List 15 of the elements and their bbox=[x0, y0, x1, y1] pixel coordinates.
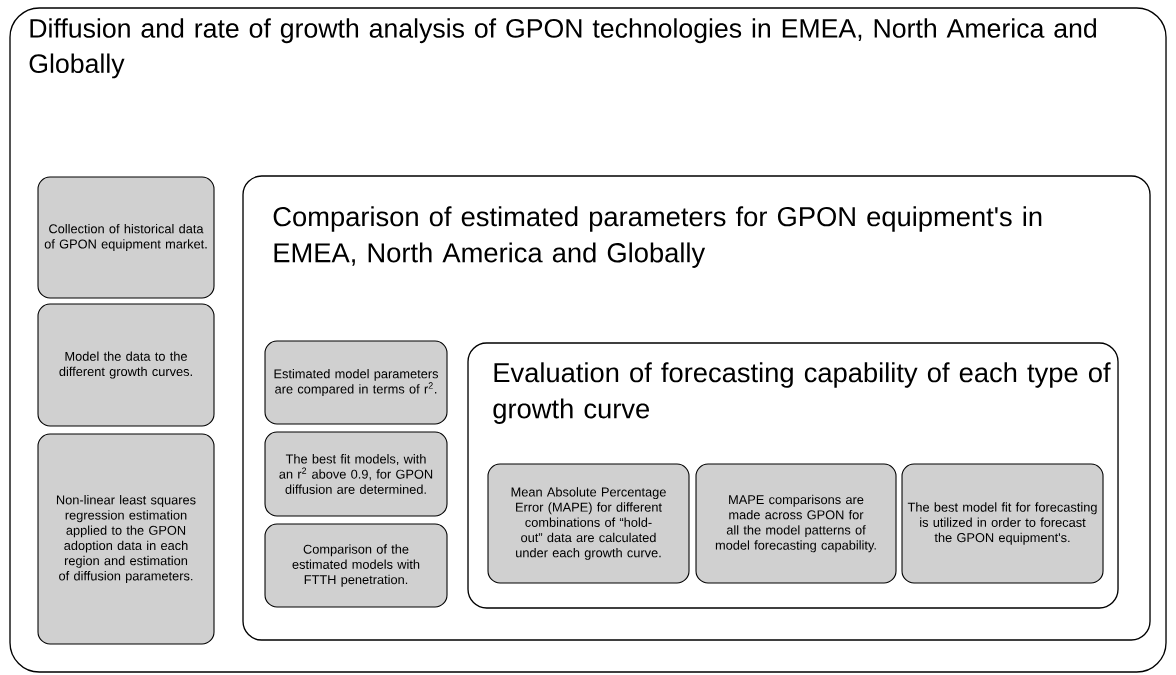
process-box: Mean Absolute Percentage Error (MAPE) for different combinations of “hold-out” data are calculated under each growth curve. bbox=[487, 463, 690, 584]
process-box: The best model fit for forecasting is utilized in order to forecast the GPON equipment's. bbox=[901, 463, 1104, 584]
process-box: Comparison of the estimated models with FTTH penetration. bbox=[264, 523, 448, 608]
container-box bbox=[242, 175, 1151, 641]
process-box: Estimated model parameters are compared in terms of r$^{2}$. bbox=[264, 340, 448, 425]
process-box: Collection of historical data of GPON equipment market. bbox=[37, 176, 215, 299]
process-box: Non-linear least squares regression estimation applied to the GPON adoption data in each region and estimation of diffusion parameters. bbox=[37, 433, 215, 645]
heading: Evaluation of forecasting capability of each type of growth curve bbox=[493, 362, 1111, 424]
container-box bbox=[467, 342, 1119, 609]
process-box: MAPE comparisons are made across GPON for all the model patterns of model forecasting capability. bbox=[695, 463, 897, 584]
heading: Comparison of estimated parameters for GPON equipment's in EMEA, North America and Globally bbox=[273, 206, 1042, 268]
process-box: Model the data to the different growth curves. bbox=[37, 303, 215, 427]
container-box bbox=[9, 7, 1167, 673]
process-box: The best fit models, with an r$^{2}$ above 0.9, for GPON diffusion are determined. bbox=[264, 431, 448, 517]
heading: Diffusion and rate of growth analysis of GPON technologies in EMEA, North America and Globally bbox=[29, 18, 1096, 79]
